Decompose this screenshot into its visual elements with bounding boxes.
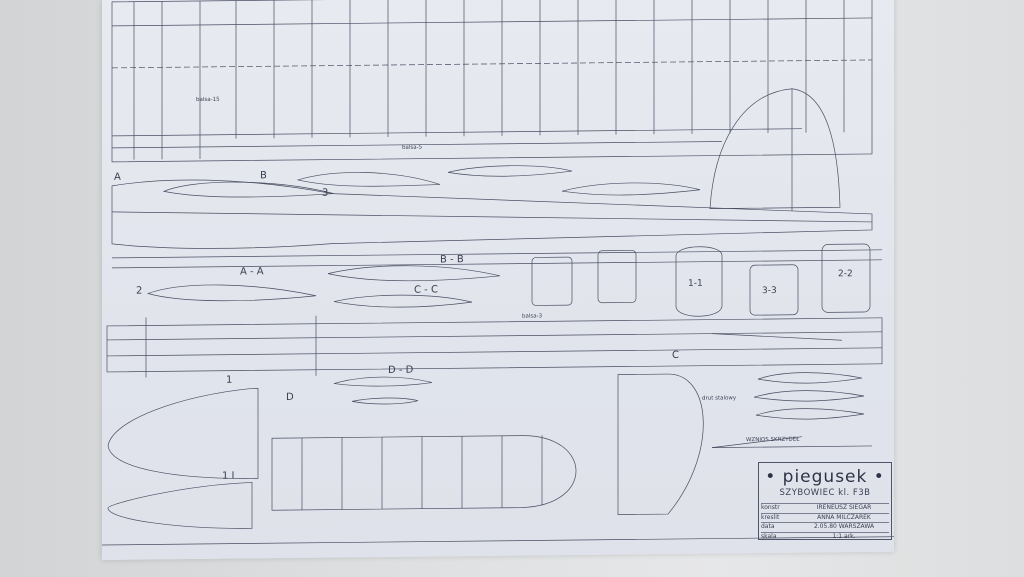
airfoil-bb (327, 265, 501, 282)
airfoil-small-1 (757, 372, 863, 384)
airfoil-small-3 (755, 408, 865, 420)
section-cc-label: C - C (414, 284, 438, 295)
title-row-label: skala (761, 532, 777, 540)
airfoil-small-2 (753, 390, 865, 402)
marker-2-label: 2 (136, 286, 142, 297)
frame-w2 (597, 250, 637, 304)
airfoil-cc (333, 294, 473, 308)
tip-lower (107, 482, 253, 529)
title-block: • piegusek • SZYBOWIEC kl. F3B konstr IR… (758, 462, 892, 540)
rib-1-1-label: 1-1 (688, 279, 703, 289)
marker-11-label: 1 I (222, 471, 234, 482)
title-row-value: 1:1 ark. (832, 532, 856, 540)
stab-planform (106, 317, 883, 373)
title-row: konstr IRENEUSZ SIEGAR (761, 503, 889, 513)
fin-outline (709, 88, 841, 209)
section-b-label: B (260, 170, 267, 181)
wing-outline (111, 0, 873, 163)
title-row-label: data (761, 523, 775, 530)
aileron-panel (271, 435, 577, 511)
note-balsa15: balsa-15 (196, 97, 220, 103)
model-name: • piegusek • (765, 467, 885, 487)
airfoil-2 (296, 172, 441, 187)
model-class: SZYBOWIEC kl. F3B (779, 488, 871, 498)
airfoil-dd (333, 376, 433, 387)
frame-w1 (531, 256, 573, 306)
section-aa-label: A - A (240, 266, 264, 277)
airfoil-aa (146, 284, 317, 302)
note-drut: drut stalowy (702, 395, 737, 401)
blueprint-sheet: A B 3 2 A - A B - B C - C D - D D C 1 1 … (102, 0, 894, 561)
section-c-label: C (672, 350, 679, 361)
title-row: kreslit ANNA MILCZAREK (761, 512, 889, 523)
frame-3-3 (749, 264, 799, 316)
tip-upper (107, 388, 259, 479)
section-dd-label: D - D (388, 365, 414, 376)
rib-3-3-label: 3-3 (762, 286, 777, 296)
section-bb-label: B - B (440, 254, 464, 265)
section-a-label: A (114, 172, 121, 183)
title-row-value: IRENEUSZ SIEGAR (816, 504, 872, 511)
marker-3-label: 3 (322, 188, 328, 199)
title-row: skala 1:1 ark. (761, 531, 889, 542)
fuselage-side (111, 179, 873, 249)
airfoil-4 (561, 182, 701, 196)
note-wznios: WZNIOS SKRZYDEŁ (746, 437, 800, 444)
frame-1-1 (675, 246, 723, 317)
wing-ribs (133, 0, 845, 160)
frame-2-2 (821, 243, 871, 313)
title-row: data 2.05.80 WARSZAWA (761, 522, 889, 532)
airfoil-root (162, 181, 335, 198)
title-row-label: kreslit (761, 513, 780, 521)
title-row-value: 2.05.80 WARSZAWA (813, 523, 875, 530)
airfoil-3 (447, 165, 573, 177)
rudder-outline (617, 373, 704, 515)
rib-2-2-label: 2-2 (838, 269, 853, 279)
title-block-rows: konstr IRENEUSZ SIEGAR kreslit ANNA MILC… (761, 503, 889, 541)
note-balsa3: balsa-3 (522, 313, 543, 319)
title-row-value: ANNA MILCZAREK (817, 513, 871, 521)
blueprint-drawing: A B 3 2 A - A B - B C - C D - D D C 1 1 … (102, 0, 894, 546)
title-row-label: konstr (761, 504, 780, 511)
section-d-label: D (286, 392, 294, 403)
marker-1-label: 1 (226, 375, 232, 386)
note-balsa5: balsa-5 (402, 145, 423, 151)
